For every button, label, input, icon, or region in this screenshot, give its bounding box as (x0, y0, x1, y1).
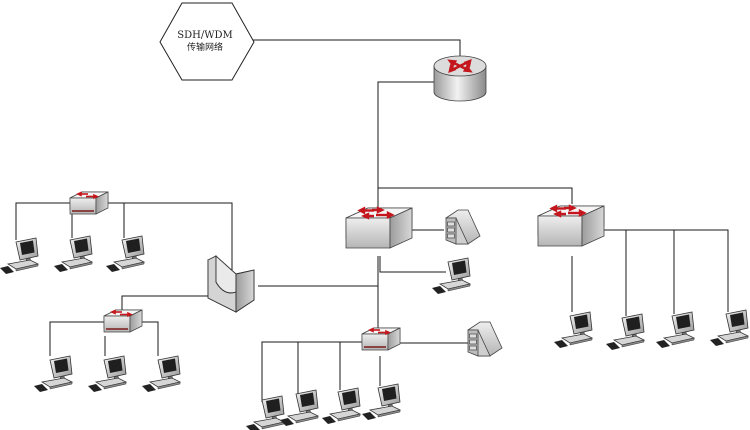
workstation-icon (279, 389, 319, 427)
workstation-icon (105, 235, 145, 273)
drop-left-top (71, 203, 125, 238)
left-top-hub-icon (69, 191, 109, 215)
workstation-icon (431, 257, 471, 295)
bottom-hub-icon (361, 327, 401, 351)
firewall-icon (207, 254, 255, 313)
workstation-icon (321, 387, 361, 425)
core-switch-icon (344, 206, 414, 250)
router-icon (433, 55, 487, 102)
drop-bottom (297, 342, 381, 394)
link-cloud-router (252, 39, 461, 56)
workstation-icon (709, 309, 749, 347)
cloud-subtitle: 传输网络 (187, 41, 223, 53)
network-links (15, 39, 729, 402)
workstation-icon (141, 355, 181, 393)
workstation-icon (655, 311, 695, 349)
link-core-pc (379, 256, 446, 273)
workstation-icon (53, 235, 93, 273)
workstation-icon (361, 383, 401, 421)
workstation-icon (87, 355, 127, 393)
link-firewall-left (104, 202, 233, 282)
workstation-icon (245, 395, 285, 430)
bus-left-bottom (49, 321, 159, 356)
workstation-icon (605, 313, 645, 351)
workstation-icon (33, 355, 73, 393)
bus-left-top (15, 202, 72, 240)
link-core-backbone (378, 187, 573, 204)
link-core-firewall (258, 256, 379, 287)
workstation-icon (553, 311, 593, 349)
server-icon-bottom (467, 321, 503, 357)
server-icon-core (445, 209, 481, 245)
link-firewall-left-bottom (121, 295, 210, 310)
workstation-icon (0, 237, 39, 275)
bus-right (571, 229, 729, 316)
link-router-core (377, 81, 434, 210)
transport-network-cloud: SDH/WDM 传输网络 (159, 2, 255, 81)
left-bottom-hub-icon (103, 309, 143, 333)
bus-bottom (261, 341, 364, 402)
distribution-switch-icon (536, 204, 606, 248)
cloud-title: SDH/WDM (177, 30, 233, 41)
